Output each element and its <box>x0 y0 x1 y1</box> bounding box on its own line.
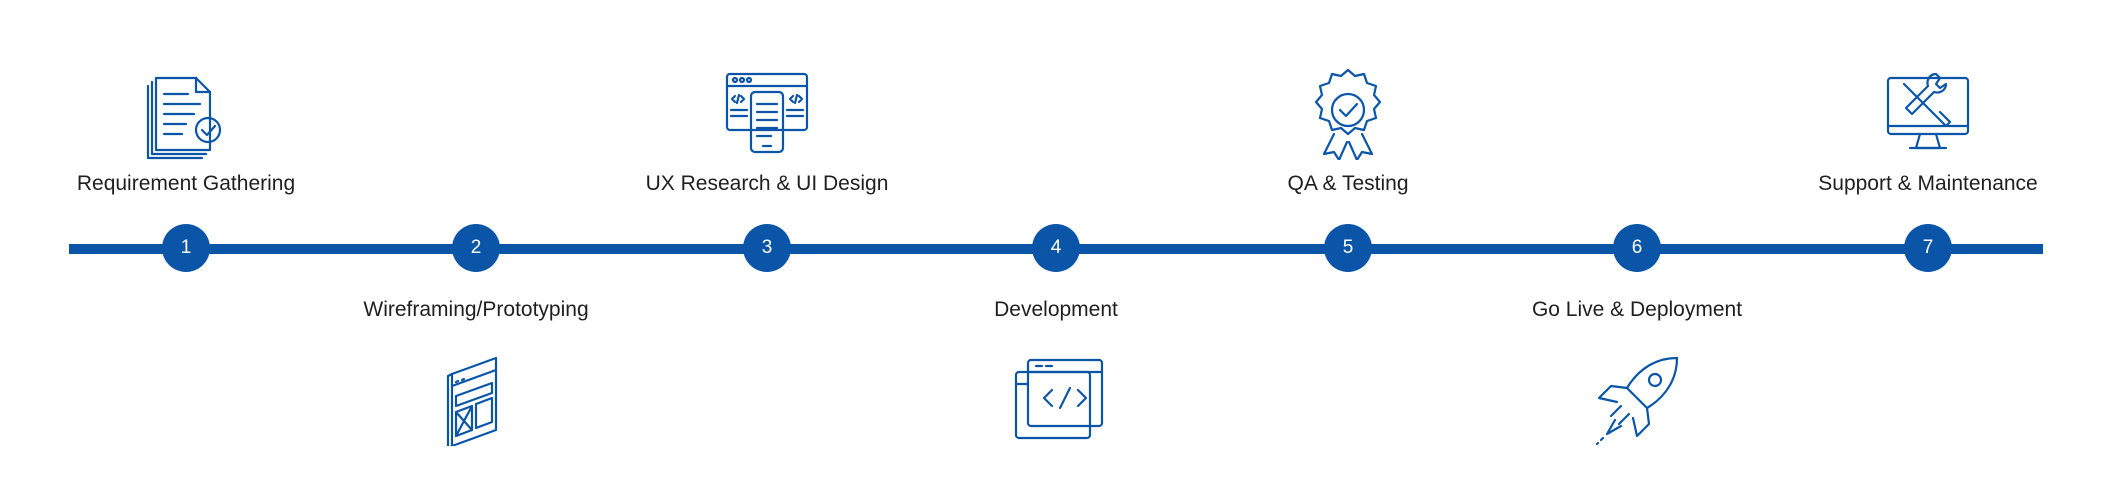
step-5-node: 5 <box>1324 224 1372 272</box>
code-window-icon <box>1008 350 1104 446</box>
step-4-label: Development <box>994 298 1118 321</box>
step-7-node: 7 <box>1904 224 1952 272</box>
document-check-icon <box>138 64 234 160</box>
step-1-node: 1 <box>162 224 210 272</box>
step-2-label: Wireframing/Prototyping <box>363 298 589 321</box>
step-7-label: Support & Maintenance <box>1818 172 2038 195</box>
step-3-label: UX Research & UI Design <box>645 172 889 195</box>
step-6-node: 6 <box>1613 224 1661 272</box>
monitor-tools-icon <box>1880 64 1976 160</box>
step-1-label: Requirement Gathering <box>76 172 296 195</box>
step-6-label: Go Live & Deployment <box>1531 298 1743 321</box>
ui-design-icon <box>719 64 815 160</box>
quality-badge-icon <box>1300 64 1396 160</box>
step-4-node: 4 <box>1032 224 1080 272</box>
step-5-label: QA & Testing <box>1287 172 1409 195</box>
rocket-icon <box>1589 350 1685 446</box>
wireframe-icon <box>428 350 524 446</box>
step-3-node: 3 <box>743 224 791 272</box>
step-2-node: 2 <box>452 224 500 272</box>
